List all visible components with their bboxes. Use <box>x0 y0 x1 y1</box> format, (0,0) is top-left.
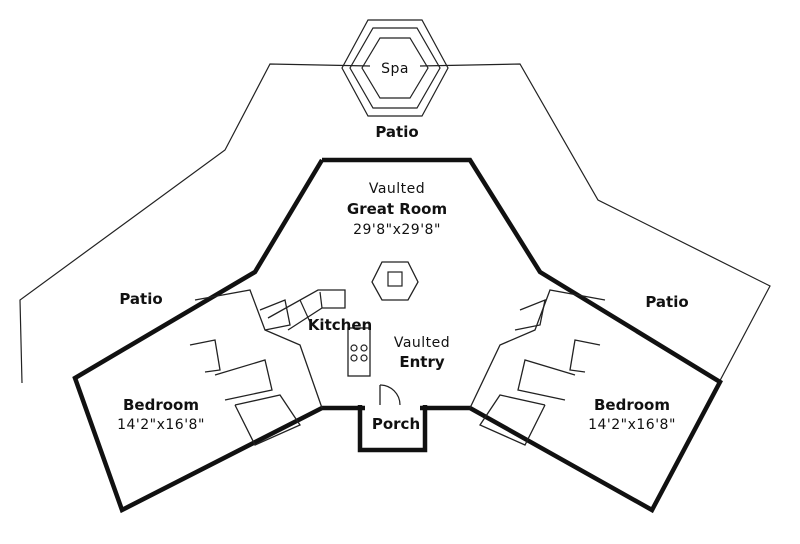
patio-top-label: Patio <box>375 123 418 141</box>
bedroom-left-label: Bedroom <box>123 396 199 414</box>
bedroom-right-label: Bedroom <box>594 396 670 414</box>
patio-left-label: Patio <box>119 290 162 308</box>
great-room-label: Great Room <box>347 200 447 218</box>
kitchen-counters <box>267 289 371 377</box>
spa-label: Spa <box>381 61 409 77</box>
spa <box>341 19 449 117</box>
bedroom-left-size: 14'2"x16'8" <box>117 417 205 433</box>
porch-label: Porch <box>372 415 420 433</box>
entry-door <box>379 384 401 406</box>
fireplace <box>371 261 419 301</box>
patio-right-label: Patio <box>645 293 688 311</box>
great-room-size: 29'8"x29'8" <box>353 222 441 238</box>
entry-label: Entry <box>399 353 444 371</box>
great-room-prefix: Vaulted <box>369 181 425 197</box>
patio-outline-right <box>419 63 771 391</box>
patio-outline <box>19 63 371 384</box>
entry-prefix: Vaulted <box>394 335 450 351</box>
kitchen-label: Kitchen <box>308 316 372 334</box>
interior-walls <box>189 289 606 446</box>
bedroom-right-size: 14'2"x16'8" <box>588 417 676 433</box>
